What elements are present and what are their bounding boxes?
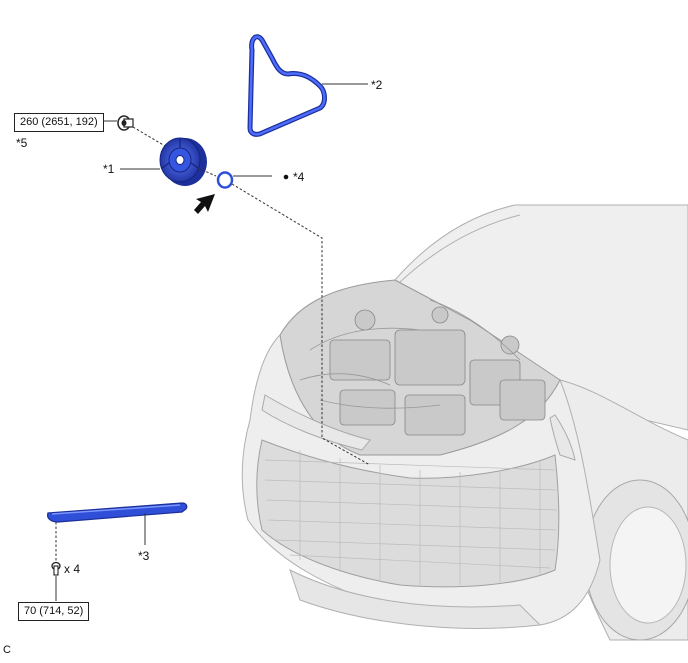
callout-part2: *2: [371, 78, 383, 92]
non-reusable-part-marker: [283, 174, 289, 180]
direction-arrow-icon: [194, 194, 215, 214]
bolt-quantity: x 4: [64, 562, 81, 576]
torque-spec-top: 260 (2651, 192): [14, 113, 104, 132]
pulley-bolt: [117, 115, 134, 131]
callout-part4: *4: [293, 170, 305, 184]
o-ring: [216, 171, 234, 189]
callout-part5: *5: [16, 136, 28, 150]
support-bar: [47, 502, 188, 523]
callout-part1: *1: [103, 162, 115, 176]
vehicle-illustration: [241, 204, 688, 641]
footer-code: C: [3, 644, 11, 656]
torque-spec-bottom: 70 (714, 52): [18, 602, 90, 621]
support-bar-bolt: [51, 561, 61, 576]
leader-lines: [55, 83, 371, 601]
crankshaft-pulley: [159, 137, 207, 186]
callout-part3: *3: [138, 549, 150, 563]
drive-belt: [247, 34, 327, 137]
